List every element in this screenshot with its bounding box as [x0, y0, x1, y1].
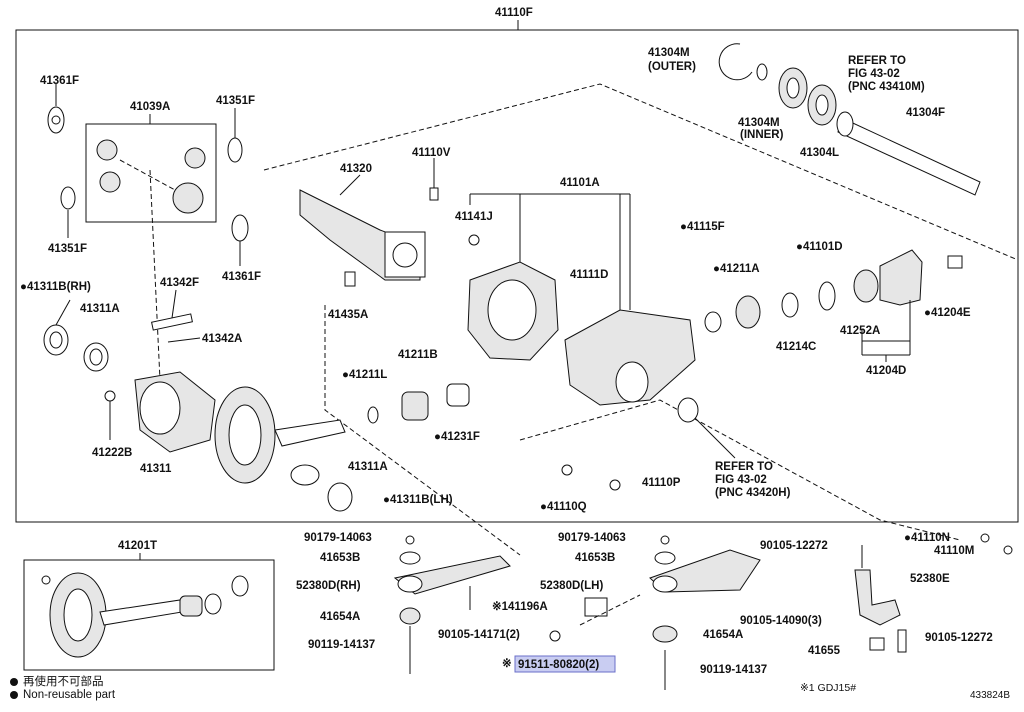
part-label-52380d-rh: 52380D(RH)	[296, 580, 361, 592]
part-label-ast: ※	[502, 657, 512, 670]
part-label-41211b: 41211B	[398, 349, 438, 361]
part-label-41231f: ●41231F	[434, 431, 480, 443]
part-label-41311: 41311	[140, 463, 172, 475]
part-label-52380e: 52380E	[910, 573, 950, 585]
part-label-inner: (INNER)	[740, 129, 784, 141]
part-label-fig2: FIG 43-02	[715, 474, 767, 486]
part-label-41311b-lh: ●41311B(LH)	[383, 494, 453, 506]
part-label-41111d: 41111D	[570, 269, 608, 281]
part-label-refer2: REFER TO	[715, 461, 773, 473]
part-label-41101d: ●41101D	[796, 241, 843, 253]
part-label-41110m: 41110M	[934, 545, 974, 557]
part-label-41110p: 41110P	[642, 477, 681, 489]
part-label-41311a-b: 41311A	[348, 461, 388, 473]
part-label-41110q: ●41110Q	[540, 501, 587, 513]
part-label-41304l: 41304L	[800, 147, 839, 159]
part-label-41654a-a: 41654A	[320, 611, 360, 623]
bullet-icon	[10, 690, 18, 699]
part-label-41252a: 41252A	[840, 325, 880, 337]
part-label-41311a-a: 41311A	[80, 303, 120, 315]
part-label-90179-b: 90179-14063	[558, 532, 626, 544]
part-labels: 41361F 41039A 41351F 41351F 41361F 41320 41110…	[20, 47, 993, 676]
part-label-41196a: ※141196A	[492, 600, 548, 613]
part-label-41214c: 41214C	[776, 341, 816, 353]
part-label-41361f-b: 41361F	[222, 271, 261, 283]
part-label-41311b-rh: ●41311B(RH)	[20, 281, 91, 293]
part-label-pnc1: (PNC 43410M)	[848, 81, 925, 93]
part-label-refer1: REFER TO	[848, 55, 906, 67]
legend-en-text: Non-reusable part	[23, 689, 116, 701]
part-label-41342f: 41342F	[160, 277, 199, 289]
part-label-41110v: 41110V	[412, 147, 451, 159]
part-label-41204d: 41204D	[866, 365, 906, 377]
part-label-41204e: ●41204E	[924, 307, 971, 319]
part-label-41211l: ●41211L	[342, 369, 387, 381]
bullet-icon	[10, 677, 18, 686]
part-label-90179-a: 90179-14063	[304, 532, 372, 544]
part-label-41039a: 41039A	[130, 101, 170, 113]
part-label-41342a: 41342A	[202, 333, 242, 345]
assembly-frame	[15, 29, 1019, 523]
highlight-box	[514, 655, 616, 673]
part-label-41653b-a: 41653B	[320, 552, 360, 564]
part-label-41110n: ●41110N	[904, 532, 950, 544]
part-label-pnc2: (PNC 43420H)	[715, 487, 791, 499]
part-label-41435a: 41435A	[328, 309, 368, 321]
legend-japanese: 再使用不可部品	[10, 673, 104, 689]
legend-english: Non-reusable part	[10, 689, 115, 701]
part-label-41361f-a: 41361F	[40, 75, 79, 87]
part-label-41654a-b: 41654A	[703, 629, 743, 641]
subassembly-frame	[23, 559, 275, 671]
part-label-outer: (OUTER)	[648, 61, 696, 73]
part-label-fig1: FIG 43-02	[848, 68, 900, 80]
part-label-41351f-a: 41351F	[216, 95, 255, 107]
part-label-90105-12272-b: 90105-12272	[925, 632, 993, 644]
part-label-90119-a: 90119-14137	[308, 639, 375, 651]
model-note: ※1 GDJ15#	[800, 682, 857, 694]
part-label-41304m-inner: 41304M	[738, 117, 780, 129]
part-label-52380d-lh: 52380D(LH)	[540, 580, 603, 592]
part-label-41115f: ●41115F	[680, 221, 725, 233]
part-label-41101a: 41101A	[560, 177, 600, 189]
part-label-41320: 41320	[340, 163, 372, 175]
part-label-41655: 41655	[808, 645, 841, 657]
legend-jp-text: 再使用不可部品	[23, 676, 104, 688]
part-label-90105-12272-a: 90105-12272	[760, 540, 828, 552]
label-41201T: 41201T	[118, 540, 157, 552]
part-label-90105-14090: 90105-14090(3)	[740, 615, 822, 627]
part-label-41304f: 41304F	[906, 107, 945, 119]
part-label-41304m-outer: 41304M	[648, 47, 690, 59]
part-label-90105-14171: 90105-14171(2)	[438, 629, 520, 641]
part-label-41141j: 41141J	[455, 211, 493, 223]
label-41110F: 41110F	[495, 7, 533, 19]
part-label-41222b: 41222B	[92, 447, 132, 459]
part-label-41211a: ●41211A	[713, 263, 760, 275]
part-label-90119-b: 90119-14137	[700, 664, 767, 676]
part-label-41653b-b: 41653B	[575, 552, 615, 564]
part-label-91511-80820: 91511-80820(2)	[518, 659, 599, 671]
figure-reference: 433824B	[969, 690, 1010, 701]
part-label-41351f-b: 41351F	[48, 243, 87, 255]
